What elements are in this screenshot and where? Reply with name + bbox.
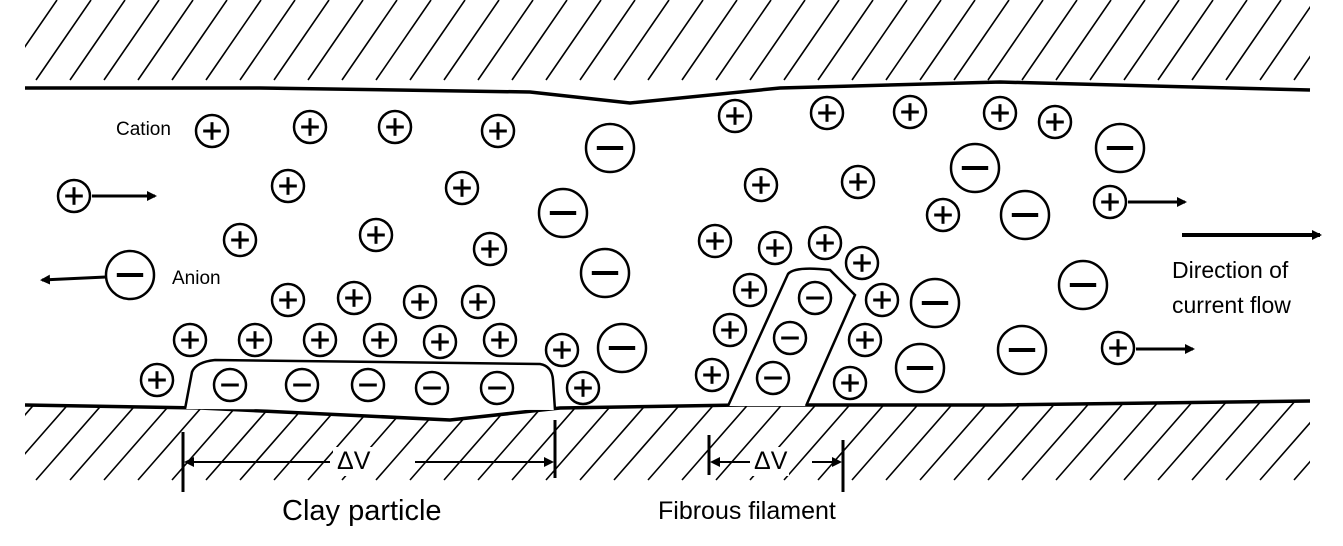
anion-icon — [797, 280, 833, 316]
delta-v-clay-label: ΔV — [333, 447, 375, 476]
cation-icon — [743, 167, 779, 203]
anion-icon — [909, 277, 961, 329]
anion-icon — [414, 370, 450, 406]
anion-icon — [894, 342, 946, 394]
cation-icon — [732, 272, 768, 308]
cation-icon — [362, 322, 398, 358]
anion-icon — [1057, 259, 1109, 311]
ions — [56, 94, 1146, 406]
cation-icon — [840, 164, 876, 200]
cation-icon — [480, 113, 516, 149]
anion-icon — [949, 142, 1001, 194]
cation-icon — [565, 370, 601, 406]
cation-icon — [864, 282, 900, 318]
cation-icon — [444, 170, 480, 206]
cation-icon — [222, 222, 258, 258]
cation-icon — [697, 223, 733, 259]
cation-icon — [807, 225, 843, 261]
cation-icon — [982, 95, 1018, 131]
anion-icon — [996, 324, 1048, 376]
cation-icon — [460, 284, 496, 320]
anion-icon — [584, 122, 636, 174]
cation-icon — [1037, 104, 1073, 140]
cation-icon — [1100, 330, 1136, 366]
clay-particle-label: Clay particle — [282, 495, 442, 527]
direction-label-line2: current flow — [1172, 292, 1291, 318]
anion-icon — [772, 320, 808, 356]
cation-icon — [270, 282, 306, 318]
arrows — [40, 191, 1322, 492]
top-wall-line — [25, 80, 1311, 105]
anion-icon — [212, 367, 248, 403]
cation-icon — [302, 322, 338, 358]
bottom-wall-hatching — [25, 401, 1310, 481]
cation-icon — [472, 231, 508, 267]
cation-icon — [358, 217, 394, 253]
cation-icon — [892, 94, 928, 130]
top-wall-hatching — [25, 0, 1310, 81]
cation-icon — [336, 280, 372, 316]
anion-icon — [284, 367, 320, 403]
anion-motion-arrow — [40, 274, 107, 285]
cation-icon — [422, 324, 458, 360]
cation-icon — [809, 95, 845, 131]
cation-icon — [139, 362, 175, 398]
cation-icon — [847, 322, 883, 358]
cation-icon — [844, 245, 880, 281]
delta-v-fiber-label: ΔV — [752, 447, 790, 476]
cation-label: Cation — [116, 119, 171, 140]
anion-icon — [104, 249, 156, 301]
anion-icon — [537, 187, 589, 239]
direction-label-line1: Direction of — [1172, 257, 1289, 283]
fibrous-filament-label: Fibrous filament — [658, 497, 836, 525]
cation-icon — [694, 357, 730, 393]
cation-icon — [270, 168, 306, 204]
cation-icon — [832, 365, 868, 401]
cation-icon — [544, 332, 580, 368]
anion-icon — [596, 322, 648, 374]
cation-icon — [482, 322, 518, 358]
cation-icon — [56, 178, 92, 214]
cation-icon — [237, 322, 273, 358]
anion-icon — [1094, 122, 1146, 174]
cation-icon — [1092, 184, 1128, 220]
anion-icon — [479, 370, 515, 406]
anion-icon — [350, 367, 386, 403]
cation-icon — [292, 109, 328, 145]
cation-icon — [172, 322, 208, 358]
cation-icon — [377, 109, 413, 145]
anion-icon — [755, 360, 791, 396]
cation-icon — [925, 197, 961, 233]
cation-icon — [194, 113, 230, 149]
cation-icon — [402, 284, 438, 320]
anion-label: Anion — [172, 268, 221, 289]
anion-icon — [999, 189, 1051, 241]
cation-icon — [717, 98, 753, 134]
anion-icon — [579, 247, 631, 299]
cation-icon — [712, 312, 748, 348]
cation-icon — [757, 230, 793, 266]
